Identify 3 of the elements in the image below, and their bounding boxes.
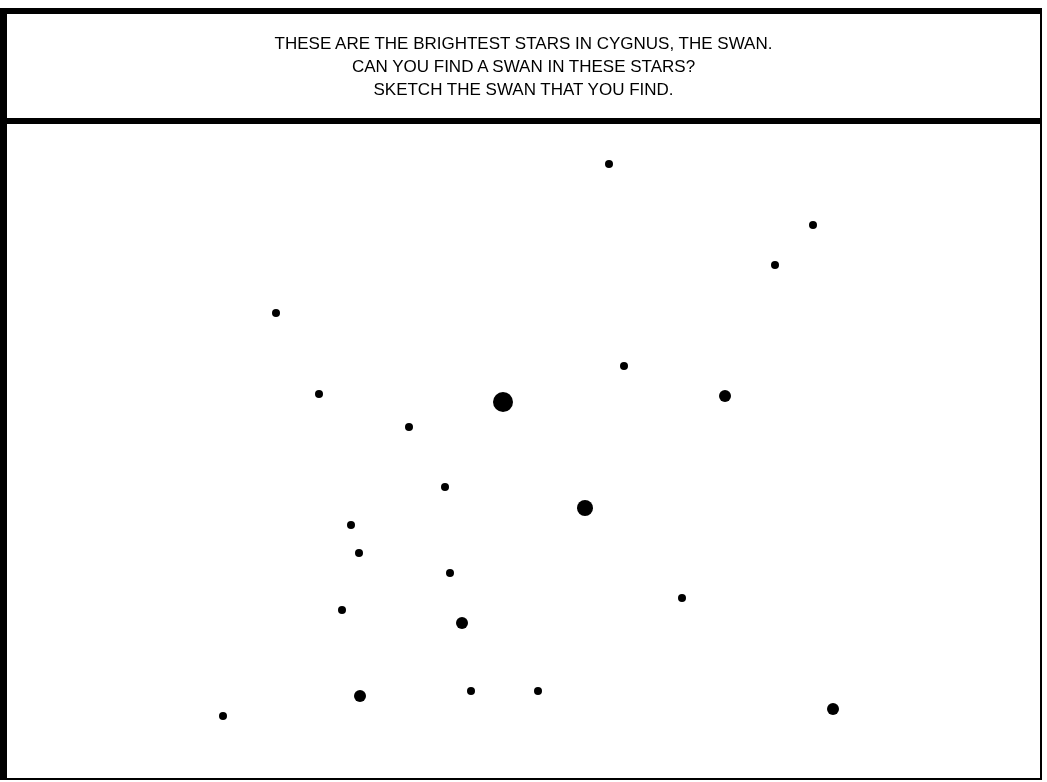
instruction-text: SKETCH THE SWAN THAT YOU FIND. [373,78,674,101]
instruction-text: THESE ARE THE BRIGHTEST STARS IN CYGNUS, THE SWAN. [274,32,773,55]
instruction-text: CAN YOU FIND A SWAN IN THESE STARS? [351,55,696,78]
